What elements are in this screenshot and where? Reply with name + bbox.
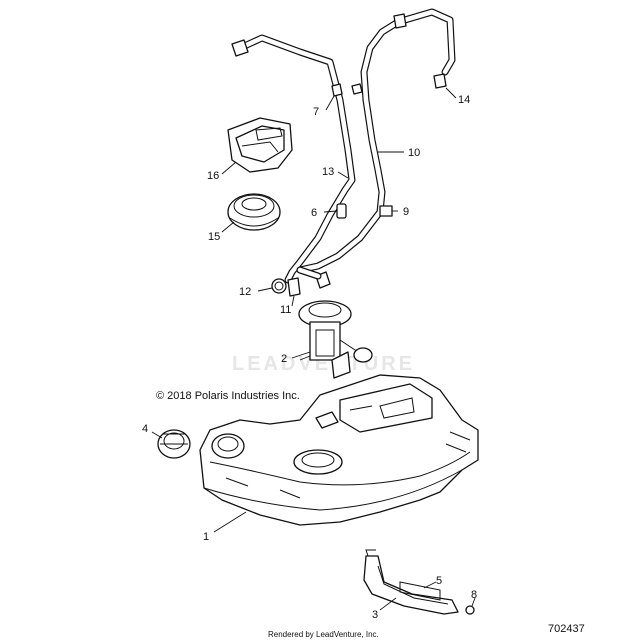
tank-strap-3 bbox=[363, 549, 459, 615]
callout-6: 6 bbox=[311, 207, 317, 219]
strap-pad-5 bbox=[399, 581, 441, 601]
fuel-tank-1 bbox=[199, 374, 479, 533]
callout-14: 14 bbox=[458, 94, 470, 106]
callout-7: 7 bbox=[313, 106, 319, 118]
bolt-8 bbox=[465, 597, 476, 615]
callout-5: 5 bbox=[436, 575, 442, 587]
callout-3: 3 bbox=[372, 609, 378, 621]
clip-6 bbox=[323, 203, 347, 219]
callout-12: 12 bbox=[239, 286, 251, 298]
document-number: 702437 bbox=[548, 623, 585, 635]
fuel-pump-2 bbox=[291, 300, 373, 379]
callout-16: 16 bbox=[207, 170, 219, 182]
fuel-cap-15 bbox=[221, 193, 281, 233]
clip-9 bbox=[379, 205, 398, 217]
clip-7 bbox=[325, 83, 343, 111]
callout-8: 8 bbox=[471, 589, 477, 601]
filler-housing-16 bbox=[221, 117, 293, 175]
fuel-cap-4 bbox=[151, 429, 191, 459]
vent-hose-10 bbox=[296, 8, 456, 274]
callout-9: 9 bbox=[403, 206, 409, 218]
copyright-text: © 2018 Polaris Industries Inc. bbox=[156, 390, 300, 402]
hose-clip-top bbox=[351, 83, 363, 95]
hose-connector bbox=[296, 266, 331, 289]
hose-clamp-12 bbox=[257, 278, 287, 294]
callout-15: 15 bbox=[208, 231, 220, 243]
callout-10: 10 bbox=[408, 147, 420, 159]
connector-14 bbox=[433, 73, 457, 99]
fitting-11 bbox=[287, 277, 301, 307]
callout-4: 4 bbox=[142, 423, 148, 435]
callout-13: 13 bbox=[322, 166, 334, 178]
callout-1: 1 bbox=[203, 531, 209, 543]
callout-11: 11 bbox=[280, 304, 291, 316]
vent-hose-13 bbox=[231, 34, 356, 284]
footer-text: Rendered by LeadVenture, Inc. bbox=[268, 630, 379, 639]
callout-2: 2 bbox=[281, 353, 287, 365]
